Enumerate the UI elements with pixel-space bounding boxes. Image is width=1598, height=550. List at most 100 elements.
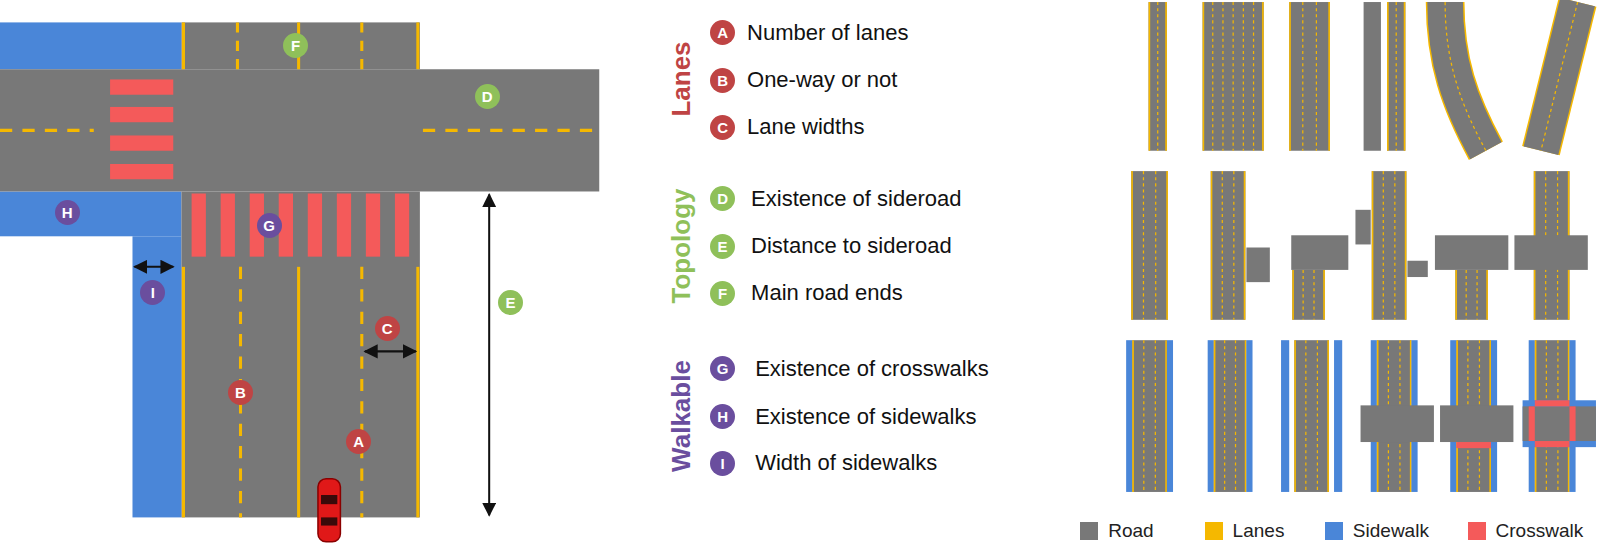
- callout-circle: I: [140, 280, 165, 305]
- road: [1132, 340, 1167, 492]
- lane-line: [1541, 2, 1578, 151]
- callout-letter: G: [263, 218, 275, 233]
- crosswalk: [395, 194, 409, 257]
- callout-circle: I: [710, 451, 735, 476]
- road: [1445, 2, 1486, 151]
- road: [181, 22, 419, 69]
- sidewalk: [1523, 400, 1596, 447]
- lane-line: [1203, 2, 1205, 151]
- lane-line: [1235, 340, 1236, 492]
- crosswalk: [1569, 406, 1575, 441]
- car-window: [321, 495, 337, 504]
- crosswalk: [221, 194, 235, 257]
- lane-line: [1143, 340, 1144, 492]
- callout-letter: B: [235, 385, 246, 400]
- lane-line: [416, 267, 419, 518]
- lane-line: [1224, 340, 1225, 492]
- lane-line: [1302, 2, 1303, 151]
- sideroad: [1361, 405, 1434, 442]
- callout-letter: B: [717, 73, 728, 88]
- callout-letter: F: [718, 286, 727, 301]
- lane-line: [1466, 270, 1467, 320]
- lane-line: [1445, 2, 1486, 151]
- sideroad: [1514, 235, 1587, 270]
- callout-letter: I: [151, 285, 155, 300]
- dimension-arrow: [488, 195, 490, 516]
- crosswalk: [308, 194, 322, 257]
- legend-swatch: [1205, 522, 1223, 540]
- callout-letter: G: [717, 361, 729, 376]
- sidewalk: [1281, 340, 1289, 492]
- callout-circle: D: [475, 84, 500, 109]
- lane-line: [1262, 2, 1264, 151]
- legend-item: Crosswalk: [1468, 520, 1584, 542]
- dimension-arrow: [365, 350, 416, 352]
- lane-line: [1476, 270, 1477, 320]
- attribute-label: One-way or not: [747, 68, 897, 93]
- lane-line: [1303, 270, 1304, 320]
- sidewalk: [0, 191, 181, 236]
- lane-line: [1323, 270, 1325, 320]
- callout-circle: H: [55, 200, 80, 225]
- lane-line: [423, 129, 599, 132]
- lane-line: [1404, 2, 1406, 151]
- legend-item: Sidewalk: [1325, 520, 1429, 542]
- road: [181, 191, 419, 517]
- road: [1131, 171, 1168, 320]
- road: [1364, 2, 1381, 151]
- callout-circle: G: [710, 356, 735, 381]
- road: [1541, 2, 1578, 151]
- lane-line: [182, 267, 185, 518]
- callout-letter: H: [717, 409, 728, 424]
- crosswalk: [110, 135, 173, 150]
- callout-letter: E: [506, 295, 516, 310]
- road: [1149, 2, 1167, 151]
- lane-line: [1233, 2, 1234, 151]
- legend-text: Lanes: [1233, 520, 1285, 542]
- callout-letter: E: [718, 239, 728, 254]
- lane-line: [1486, 270, 1488, 320]
- lane-line: [236, 22, 239, 69]
- callout-letter: F: [291, 38, 300, 53]
- lane-line: [1372, 171, 1374, 320]
- crosswalk: [110, 107, 173, 122]
- lane-line: [1222, 2, 1223, 151]
- lane-line: [1233, 171, 1234, 320]
- callout-circle: E: [498, 290, 523, 315]
- lane-line: [360, 267, 363, 518]
- road-edge: [1445, 2, 1486, 151]
- lane-line: [1328, 2, 1330, 151]
- legend-swatch: [1080, 522, 1098, 540]
- sideroad: [1523, 406, 1596, 441]
- lane-line: [297, 267, 300, 518]
- callout-circle: C: [710, 115, 735, 140]
- road: [1289, 2, 1330, 151]
- lane-line: [1214, 340, 1216, 492]
- sidewalk: [1246, 340, 1252, 492]
- legend-text: Crosswalk: [1496, 520, 1584, 542]
- road-end: [1435, 235, 1508, 270]
- callout-letter: D: [482, 89, 493, 104]
- lane-line: [1155, 340, 1156, 492]
- lane-line: [1455, 270, 1457, 320]
- crosswalk: [1535, 441, 1570, 447]
- callout-letter: H: [62, 205, 73, 220]
- road: [1455, 270, 1488, 320]
- dimension-arrow: [135, 266, 174, 268]
- sidewalk: [1334, 340, 1342, 492]
- attribute-label: Number of lanes: [747, 20, 908, 45]
- legend-swatch: [1468, 522, 1486, 540]
- crosswalk: [337, 194, 351, 257]
- crosswalk: [110, 164, 173, 179]
- legend-text: Sidewalk: [1353, 520, 1429, 542]
- road: [1372, 171, 1407, 320]
- sidewalk: [1208, 340, 1214, 492]
- callout-letter: C: [717, 120, 728, 135]
- road: [1211, 171, 1246, 320]
- sidewalk: [1529, 340, 1535, 492]
- attribute-label: Lane widths: [747, 115, 864, 140]
- lane-line: [1316, 2, 1317, 151]
- lane-line: [1387, 2, 1389, 151]
- callout-circle: F: [283, 33, 308, 58]
